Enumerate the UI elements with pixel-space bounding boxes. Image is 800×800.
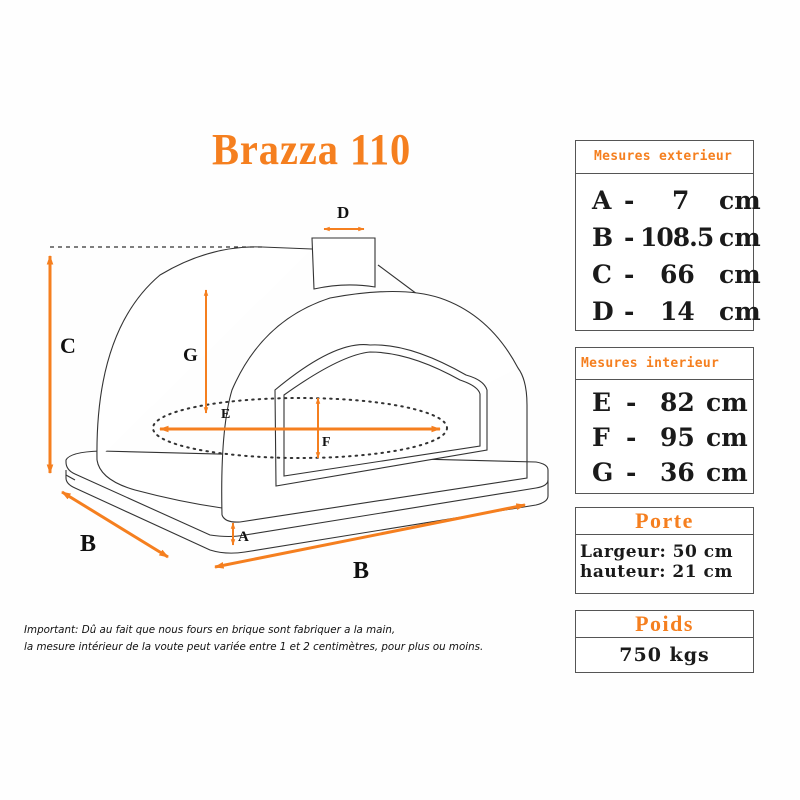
- weight-header: Poids: [576, 611, 753, 638]
- door-height: hauteur: 21 cm: [580, 562, 733, 582]
- arrow-b-width: [214, 503, 526, 569]
- arrow-b-depth: [61, 490, 169, 559]
- label-d: D: [337, 203, 349, 222]
- interior-measures-table: Mesures interieur E - 82 cm F - 95 cm G …: [575, 347, 754, 494]
- exterior-row-b: B - 108.5 cm: [592, 223, 761, 252]
- label-b-width: B: [353, 558, 369, 584]
- exterior-row-c: C - 66 cm: [592, 260, 761, 289]
- exterior-measures-table: Mesures exterieur A - 7 cm B - 108.5 cm …: [575, 140, 761, 331]
- door-header: Porte: [576, 508, 753, 535]
- label-f: F: [322, 435, 331, 450]
- important-note: Important: Dû au fait que nous fours en …: [24, 622, 483, 656]
- label-a: A: [238, 529, 249, 545]
- door-table: Porte Largeur: 50 cm hauteur: 21 cm: [575, 507, 754, 594]
- exterior-row-a: A - 7 cm: [592, 186, 761, 215]
- interior-row-g: G - 36 cm: [592, 458, 748, 487]
- interior-floor-ellipse: [152, 397, 448, 459]
- exterior-row-d: D - 14 cm: [592, 297, 761, 326]
- note-line-2: la mesure intérieur de la voute peut var…: [24, 641, 484, 653]
- exterior-header: Mesures exterieur: [576, 141, 753, 174]
- label-e: E: [221, 407, 230, 422]
- interior-row-f: F - 95 cm: [592, 423, 748, 452]
- product-title: Brazza 110: [212, 125, 412, 174]
- label-g: G: [183, 345, 198, 366]
- dimension-arrows: [46, 226, 526, 569]
- weight-value: 750 kgs: [619, 644, 710, 666]
- note-line-1: Important: Dû au fait que nous fours en …: [24, 624, 396, 636]
- interior-row-e: E - 82 cm: [592, 388, 748, 417]
- label-b-depth: B: [80, 531, 96, 557]
- door-width: Largeur: 50 cm: [580, 542, 734, 562]
- weight-table: Poids 750 kgs: [575, 610, 754, 673]
- oven-outline: [65, 237, 549, 554]
- interior-header: Mesures interieur: [576, 348, 753, 380]
- label-c: C: [60, 333, 76, 358]
